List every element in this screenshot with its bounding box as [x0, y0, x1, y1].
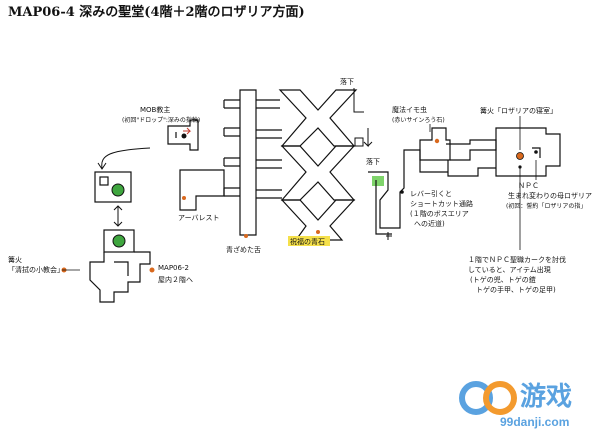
- dragonscale-marker: [316, 230, 320, 234]
- bonfire-rosaria-label: 篝火「ロザリアの寝室」: [480, 106, 557, 115]
- mob-name-label: MOB教主: [140, 105, 170, 114]
- watermark-ring-icon: [459, 381, 493, 415]
- elevator-lower-icon: [112, 234, 126, 248]
- npc-marker: [534, 150, 538, 154]
- magic-bug-label: 魔法イモ虫: [392, 105, 427, 114]
- mob-arrow-icon: [183, 127, 192, 135]
- shortcut-marker-icon: [386, 232, 392, 240]
- map062-code: MAP06-2: [158, 264, 189, 272]
- left-church-area: [89, 119, 199, 303]
- npc-drop: (初回：誓約「ロザリアの指」: [506, 202, 586, 210]
- watermark-ring-icon-2: [483, 381, 517, 415]
- lever-note-line4: への近道): [414, 219, 445, 228]
- map-title: MAP06-4 深みの聖堂(4階＋2階のロザリア方面): [8, 4, 305, 20]
- blue-tongue-label: 青ざめた舌: [226, 245, 261, 254]
- item-marker: [518, 165, 522, 169]
- note-line3: (トゲの兜、トゲの鎧: [470, 275, 536, 284]
- mob-marker: [181, 133, 187, 139]
- curved-arrow: [101, 147, 151, 169]
- dragonscale-label: 祝福の青石: [290, 237, 325, 246]
- drop-point-box: [354, 137, 364, 147]
- arbalest-marker: [182, 196, 186, 200]
- watermark-brand: 游戏: [520, 381, 572, 411]
- mob-drop-label: (初回"ドロップ":深みの指輪): [122, 116, 200, 124]
- highlight-box: [288, 236, 330, 246]
- lever-note-line3: (１階のボスエリア: [410, 209, 469, 218]
- bonfire-church-name: 「清拭の小教会」: [8, 265, 64, 274]
- bonfire-rosaria-icon: [516, 152, 524, 160]
- note-line1: １階でＮＰＣ聖職カークを討伐: [468, 255, 566, 264]
- drop-arrow-a: [353, 88, 364, 113]
- magic-bug-drop: (赤いサインろう石): [392, 117, 445, 124]
- map062-marker: [149, 267, 155, 273]
- arbalest-label: アーバレスト: [178, 214, 220, 222]
- lever-note-line2: ショートカット通路: [410, 199, 473, 208]
- blue-tongue-marker: [244, 234, 248, 238]
- map062-dest: 屋内２階へ: [158, 275, 193, 284]
- double-arrow-icon: [113, 205, 123, 227]
- watermark-url: 99danji.com: [500, 415, 569, 429]
- drop-label-b: 落下: [366, 157, 380, 166]
- bonfire-church-title: 篝火: [8, 255, 22, 264]
- note-line4: トゲの手甲、トゲの足甲): [476, 285, 556, 294]
- lever-marker: [400, 190, 404, 194]
- central-rafters: [179, 89, 358, 241]
- drop-label-a: 落下: [340, 77, 354, 86]
- right-area: [368, 127, 561, 235]
- drop-arrow-icon: [363, 128, 373, 148]
- lever-note-line1: レバー引くと: [410, 189, 452, 198]
- magic-bug-marker: [434, 138, 440, 144]
- arrow-head-icon: [97, 162, 107, 170]
- npc-name: 生まれ変わりの母ロザリア: [508, 191, 592, 200]
- npc-title: ＮＰＣ: [518, 182, 539, 190]
- elevator-upper-icon: [111, 183, 125, 197]
- note-line2: していると、アイテム出現: [468, 265, 551, 274]
- watermark-logo: 游戏 99danji.com: [459, 381, 572, 429]
